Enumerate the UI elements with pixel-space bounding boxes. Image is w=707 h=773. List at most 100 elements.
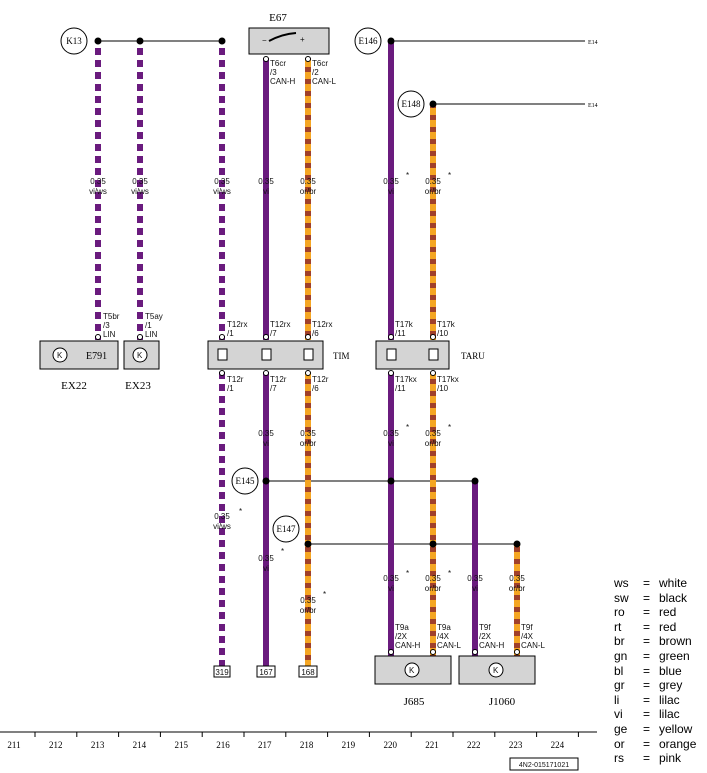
node-k13: K13 [60,27,88,55]
legend-row: bl=blue [614,664,706,679]
ref-box-168: 168 [298,665,318,678]
module-icon [488,662,504,678]
legend-color-name: orange [659,736,697,751]
pin-label: /7 [270,329,277,338]
pin-label: /4X [437,632,450,641]
legend-color-name: grey [659,678,683,693]
legend-code: ge [614,721,628,736]
column-number: 221 [425,740,439,750]
legend-code: ro [614,605,625,620]
pin-label: /11 [395,329,406,338]
svg-text:K: K [493,666,499,675]
wire-label: or/br [509,584,526,593]
pin-connector [263,334,269,340]
wire-label: 0.35 [214,512,230,521]
pin-connector [305,56,311,62]
wire-label: or/br [425,584,442,593]
legend-code: sw [614,590,629,605]
wire-216-bottom [219,372,225,666]
wire-label: vi/ws [213,522,231,531]
pin-label: /7 [270,384,277,393]
wire-label: 0.35 [132,177,148,186]
ref-box-167: 167 [256,665,276,678]
legend-color-name: red [659,605,677,620]
pin-label: T5ay [145,312,163,321]
wire-label: 0.35 [425,574,441,583]
component-e67: E67 + − [248,12,330,55]
doc-number-box: 4N2-015171021 [509,757,579,771]
wire-217-top [263,58,269,340]
column-number: 216 [216,740,230,750]
legend-color-name: brown [659,634,692,649]
pin-label: /2X [479,632,492,641]
legend-row: li=lilac [614,693,706,708]
module-icon [404,662,420,678]
legend-equals: = [643,678,651,693]
legend-row: rt=red [614,620,706,635]
j685-label: J685 [404,696,425,708]
wire-label: 0.35 [214,177,230,186]
wire-221-top [430,104,436,340]
wire-label: 0.35 [467,574,483,583]
star-mark: * [406,569,409,578]
star-mark: * [406,423,409,432]
wire-label: or/br [300,187,317,196]
legend-equals: = [643,736,651,751]
pin-label: T9f [521,623,533,632]
wire-label: vi [388,187,394,196]
junction-dot [471,477,479,485]
wire-label: 0.35 [258,177,274,186]
e791-label: E791 [86,351,107,362]
wire-label: or/br [425,439,442,448]
pin-connector [263,56,269,62]
wire-label: 0.35 [425,177,441,186]
legend-equals: = [643,648,651,663]
column-number: 223 [509,740,523,750]
wire-label: 0.35 [383,429,399,438]
column-number: 219 [342,740,356,750]
wire-label: vi/ws [213,187,231,196]
pin-label: /6 [312,329,319,338]
junction-dot [513,540,521,548]
pin-label: T12rx [227,320,247,329]
legend-row: ge=yellow [614,722,706,737]
legend-equals: = [643,692,651,707]
pin-connector [430,334,436,340]
legend-row: gr=grey [614,678,706,693]
node-e147: E147 [272,515,300,543]
legend-row: gn=green [614,649,706,664]
node-e145: E145 [231,467,259,495]
e146-side-ref: E14 [588,40,598,46]
wire-label: or/br [300,439,317,448]
svg-text:K: K [409,666,415,675]
node-e145-label: E145 [236,476,255,486]
column-number: 215 [174,740,188,750]
wire-label: vi [472,584,478,593]
wire-labels: 0.35vi/ws0.35vi/ws0.35vi/ws0.35vi0.35or/… [89,177,525,615]
j1060-label: J1060 [489,696,516,708]
legend-equals: = [643,707,651,722]
component-e791: K E791 [39,340,119,370]
ex22-label: EX22 [61,380,87,392]
legend-code: ws [614,576,629,590]
legend-equals: = [643,590,651,605]
star-mark: * [448,423,451,432]
pin-label: T12r [270,375,287,384]
pin-label: LIN [103,330,116,339]
pin-connector [305,334,311,340]
pin-label: CAN-H [395,641,421,650]
component-ex23: K [123,340,160,370]
pin-connector [388,649,394,655]
pin-label: T12rx [270,320,290,329]
pin-label: CAN-L [521,641,546,650]
pin-label: CAN-L [312,77,337,86]
column-number: 212 [49,740,63,750]
pin-label: LIN [145,330,158,339]
node-e148: E148 [397,90,425,118]
wire-220-bottom [388,372,394,656]
legend-code: vi [614,707,623,722]
svg-text:168: 168 [301,668,315,677]
junction-dot [94,37,102,45]
